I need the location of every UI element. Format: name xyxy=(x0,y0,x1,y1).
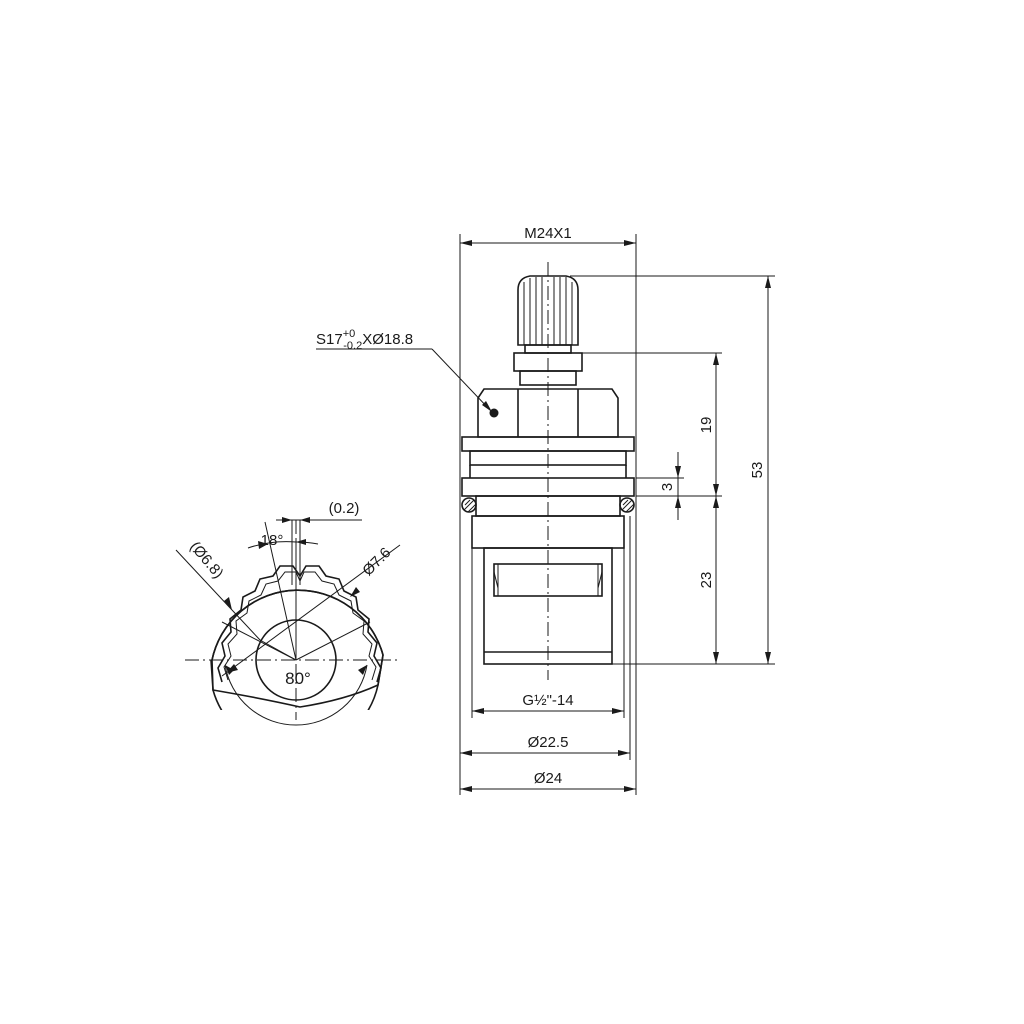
spline-section-view: (0.2) 18° (Ø6.8) Ø7.6 80° xyxy=(175,500,401,726)
thread-bottom-label: G½"-14 xyxy=(522,692,573,709)
spline-marker-dot xyxy=(489,408,499,418)
angle-18-label: 18° xyxy=(261,532,284,549)
thread-top-label: M24X1 xyxy=(524,225,572,242)
height-19-label: 19 xyxy=(698,417,715,434)
height-23-label: 23 xyxy=(698,572,715,589)
height-53-label: 53 xyxy=(749,462,766,479)
height-3-label: 3 xyxy=(659,483,676,491)
dimensions-front: M24X1 S17+0-0.2XØ18.8 19 3 23 53 xyxy=(316,225,775,795)
water-port xyxy=(493,563,603,597)
spline-label: S17+0-0.2XØ18.8 xyxy=(316,328,413,352)
lower-body xyxy=(471,495,625,665)
dia-7-6-label: Ø7.6 xyxy=(359,544,394,579)
knurled-spindle xyxy=(513,275,583,386)
dia-6-8-label: (Ø6.8) xyxy=(186,538,226,581)
dia-22-5-label: Ø22.5 xyxy=(528,734,569,751)
cartridge-front-view xyxy=(461,262,635,680)
offset-label: (0.2) xyxy=(329,500,360,517)
dia-24-label: Ø24 xyxy=(534,770,562,787)
angle-80-label: 80° xyxy=(285,669,311,688)
